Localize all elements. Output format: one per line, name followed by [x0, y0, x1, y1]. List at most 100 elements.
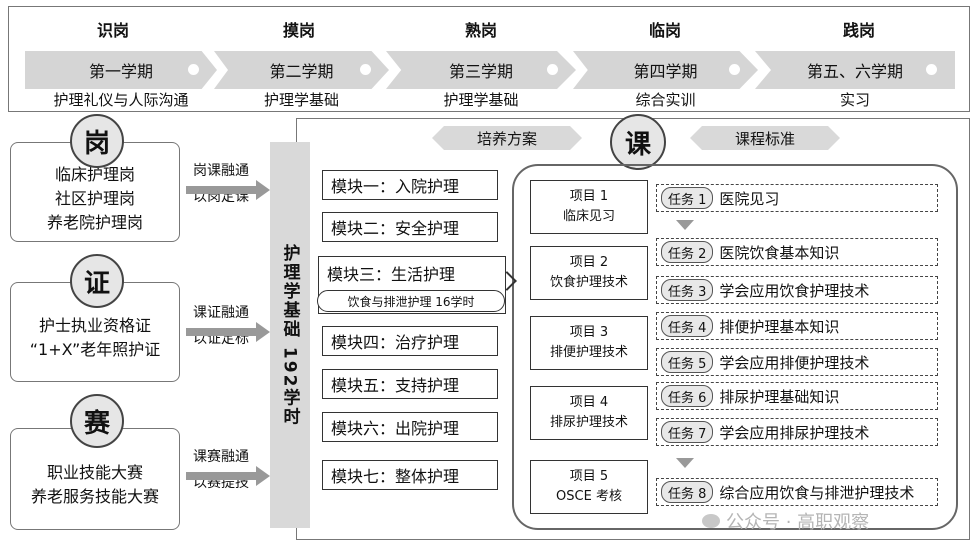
- stage-course-1: 护理礼仪与人际沟通: [53, 91, 189, 109]
- project-label: 项目 5: [569, 469, 609, 484]
- stage-name-5: 践岗: [842, 21, 875, 40]
- module-2: 模块二：安全护理: [322, 212, 498, 242]
- sai-arrow-icon: [256, 466, 270, 486]
- stage-term-label: 第一学期: [88, 62, 153, 81]
- down-arrow-icon: [676, 458, 694, 468]
- task-tag: 任务 4: [661, 315, 714, 337]
- stage-term-label: 第三学期: [448, 62, 513, 81]
- wechat-icon: [702, 514, 720, 528]
- task-6: 任务 6 排尿护理基础知识: [656, 382, 938, 410]
- stage-course-3: 护理学基础: [443, 91, 519, 109]
- semester-progression-band: 识岗 第一学期 护理礼仪与人际沟通 摸岗 第二学期 护理学基础 熟岗 第三学期 …: [8, 6, 970, 112]
- project-1: 项目 1 临床见习: [530, 180, 648, 234]
- stage-term-5: 第五、六学期: [755, 51, 955, 89]
- stage-term-1: 第一学期: [25, 51, 217, 89]
- gang-circle: 岗: [70, 114, 124, 168]
- task-text: 综合应用饮食与排泄护理技术: [719, 483, 915, 502]
- stage-dot-icon: [547, 64, 558, 75]
- sai-mech-1: 课赛融通: [193, 449, 249, 465]
- module-7: 模块七：整体护理: [322, 460, 498, 490]
- task-text: 医院见习: [719, 189, 780, 208]
- module-6: 模块六：出院护理: [322, 412, 498, 442]
- task-tag: 任务 5: [661, 351, 714, 373]
- project-name: 排便护理技术: [549, 345, 628, 360]
- zheng-arrow-shaft: [186, 328, 258, 336]
- gang-mechanism: 岗课融通 以岗定课: [186, 158, 256, 210]
- module-5: 模块五：支持护理: [322, 369, 498, 399]
- project-2: 项目 2 饮食护理技术: [530, 246, 648, 300]
- task-tag: 任务 7: [661, 421, 714, 443]
- stage-course-5: 实习: [839, 91, 870, 109]
- stage-term-label: 第五、六学期: [806, 62, 903, 81]
- sai-circle: 赛: [70, 394, 124, 448]
- project-name: 饮食护理技术: [549, 275, 628, 290]
- zheng-line-2: “1+X”老年照护证: [29, 340, 161, 359]
- zheng-mech-1: 课证融通: [193, 305, 249, 321]
- task-3: 任务 3 学会应用饮食护理技术: [656, 276, 938, 304]
- gang-line-3: 养老院护理岗: [46, 213, 143, 232]
- zheng-box: 护士执业资格证 “1+X”老年照护证: [10, 282, 180, 382]
- project-name: OSCE 考核: [556, 489, 622, 504]
- task-text: 医院饮食基本知识: [719, 243, 840, 262]
- task-tag: 任务 6: [661, 385, 714, 407]
- project-label: 项目 4: [569, 395, 609, 410]
- course-circle: 课: [610, 114, 666, 170]
- task-tag: 任务 3: [661, 279, 714, 301]
- project-5: 项目 5 OSCE 考核: [530, 460, 648, 514]
- gang-mech-1: 岗课融通: [193, 163, 249, 179]
- gang-arrow-shaft: [186, 186, 258, 194]
- sai-line-2: 养老服务技能大赛: [30, 487, 159, 506]
- task-text: 学会应用排便护理技术: [719, 353, 870, 372]
- zheng-arrow-icon: [256, 322, 270, 342]
- stage-course-2: 护理学基础: [263, 91, 339, 109]
- stage-dot-icon: [360, 64, 371, 75]
- project-4: 项目 4 排尿护理技术: [530, 386, 648, 440]
- gang-arrow-icon: [256, 180, 270, 200]
- task-text: 排便护理基本知识: [719, 317, 840, 336]
- course-hours-label: 护理学基础 192学时: [279, 243, 300, 427]
- task-text: 排尿护理基础知识: [719, 387, 840, 406]
- task-tag: 任务 2: [661, 241, 714, 263]
- project-group-frame: [512, 164, 958, 530]
- stage-term-2: 第二学期: [214, 51, 389, 89]
- module-1: 模块一：入院护理: [322, 170, 498, 200]
- project-3: 项目 3 排便护理技术: [530, 316, 648, 370]
- watermark: 公众号 · 高职观察: [702, 508, 869, 534]
- stage-term-3: 第三学期: [386, 51, 576, 89]
- sai-arrow-shaft: [186, 472, 258, 480]
- gang-line-2: 社区护理岗: [54, 189, 135, 208]
- stage-dot-icon: [926, 64, 937, 75]
- gang-line-1: 临床护理岗: [54, 165, 135, 184]
- task-4: 任务 4 排便护理基本知识: [656, 312, 938, 340]
- stage-dot-icon: [729, 64, 740, 75]
- task-text: 学会应用饮食护理技术: [719, 281, 870, 300]
- task-tag: 任务 8: [661, 481, 714, 503]
- stage-term-label: 第二学期: [269, 62, 334, 81]
- project-name: 排尿护理技术: [549, 415, 628, 430]
- zheng-line-1: 护士执业资格证: [38, 316, 151, 335]
- task-7: 任务 7 学会应用排尿护理技术: [656, 418, 938, 446]
- down-arrow-icon: [676, 220, 694, 230]
- zheng-mechanism: 课证融通 以证定标: [186, 300, 256, 352]
- watermark-text: 公众号 · 高职观察: [726, 512, 870, 533]
- zheng-circle: 证: [70, 254, 124, 308]
- task-tag: 任务 1: [661, 187, 714, 209]
- stage-name-2: 摸岗: [282, 21, 315, 40]
- stage-course-4: 综合实训: [635, 91, 696, 109]
- module-4: 模块四：治疗护理: [322, 326, 498, 356]
- training-plan-pill: 培养方案: [432, 126, 582, 150]
- course-standard-pill: 课程标准: [690, 126, 840, 150]
- stage-term-4: 第四学期: [573, 51, 758, 89]
- stage-name-1: 识岗: [96, 21, 129, 40]
- project-label: 项目 3: [569, 325, 609, 340]
- task-5: 任务 5 学会应用排便护理技术: [656, 348, 938, 376]
- task-text: 学会应用排尿护理技术: [719, 423, 870, 442]
- task-2: 任务 2 医院饮食基本知识: [656, 238, 938, 266]
- stage-dot-icon: [188, 64, 199, 75]
- module-3-subtopic: 饮食与排泄护理 16学时: [317, 290, 505, 312]
- task-8: 任务 8 综合应用饮食与排泄护理技术: [656, 478, 938, 506]
- project-label: 项目 1: [569, 189, 609, 204]
- module-3-group: 模块三：生活护理 饮食与排泄护理 16学时: [317, 256, 506, 314]
- stage-term-label: 第四学期: [633, 62, 698, 81]
- stage-name-3: 熟岗: [464, 21, 497, 40]
